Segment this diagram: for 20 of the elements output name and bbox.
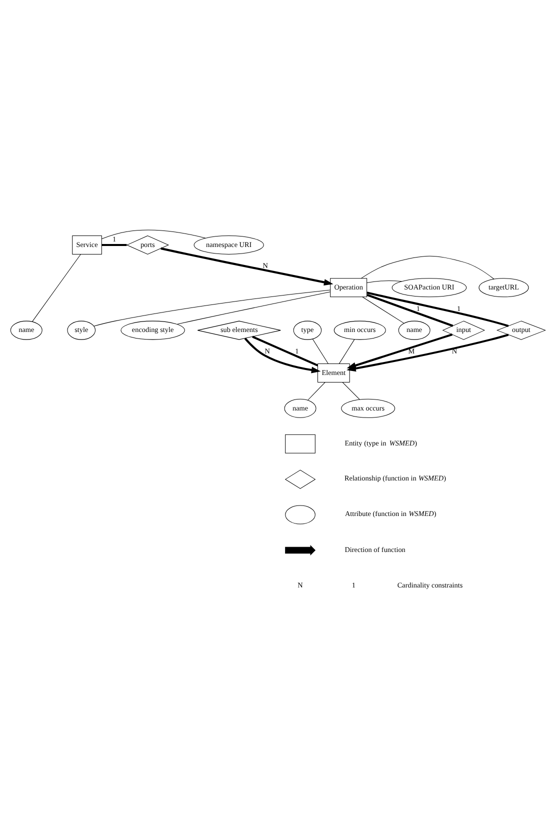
connector	[101, 230, 206, 240]
connector	[308, 382, 326, 400]
connector	[366, 292, 509, 327]
connector	[360, 256, 494, 280]
connector	[342, 382, 360, 400]
connector	[312, 338, 328, 364]
node-diamond	[284, 470, 316, 489]
connector	[32, 254, 81, 322]
connector	[94, 290, 331, 326]
connector	[176, 292, 330, 324]
connector	[102, 244, 127, 246]
node-box	[285, 434, 316, 454]
node-ellipse	[285, 505, 316, 524]
connector	[366, 294, 454, 327]
arrow	[244, 338, 321, 374]
connector	[366, 280, 402, 284]
arrow	[160, 247, 334, 286]
connector	[252, 336, 318, 366]
connector	[338, 339, 355, 364]
connector	[362, 296, 404, 324]
